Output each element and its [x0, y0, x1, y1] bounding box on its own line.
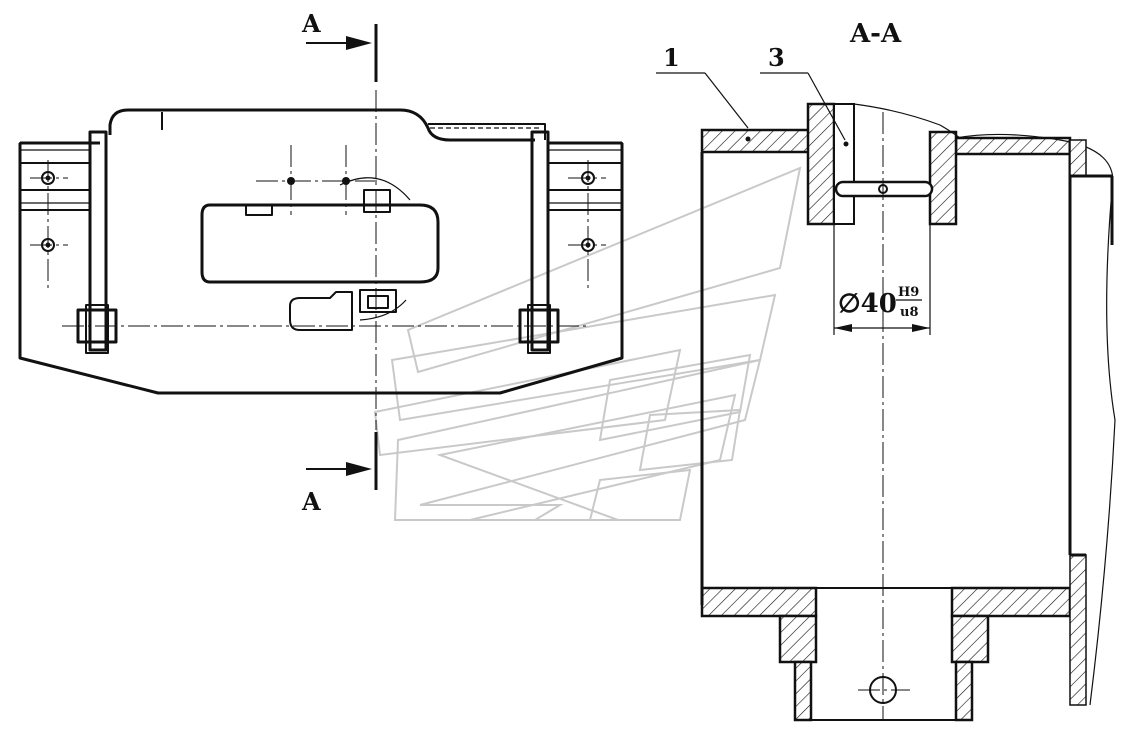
dimension-tolerance-upper: H9	[898, 285, 919, 300]
section-title: A-A	[849, 19, 902, 49]
section-mark-bottom: A	[301, 432, 378, 516]
section-view: ∅40 H9 u8	[700, 102, 1116, 722]
dimension-tolerance-lower: u8	[900, 305, 919, 320]
section-mark-bottom-label: A	[301, 487, 321, 516]
section-mark-top: A	[301, 9, 378, 82]
dimension-diameter: ∅40	[838, 289, 897, 319]
callout-3-label: 3	[768, 43, 785, 72]
plan-view	[18, 90, 624, 430]
callout-3: 3	[760, 43, 849, 147]
callout-1: 1	[656, 43, 751, 142]
rail-left	[19, 130, 118, 354]
rail-right	[518, 130, 623, 354]
callout-1-label: 1	[663, 43, 680, 72]
section-mark-top-label: A	[301, 9, 321, 38]
